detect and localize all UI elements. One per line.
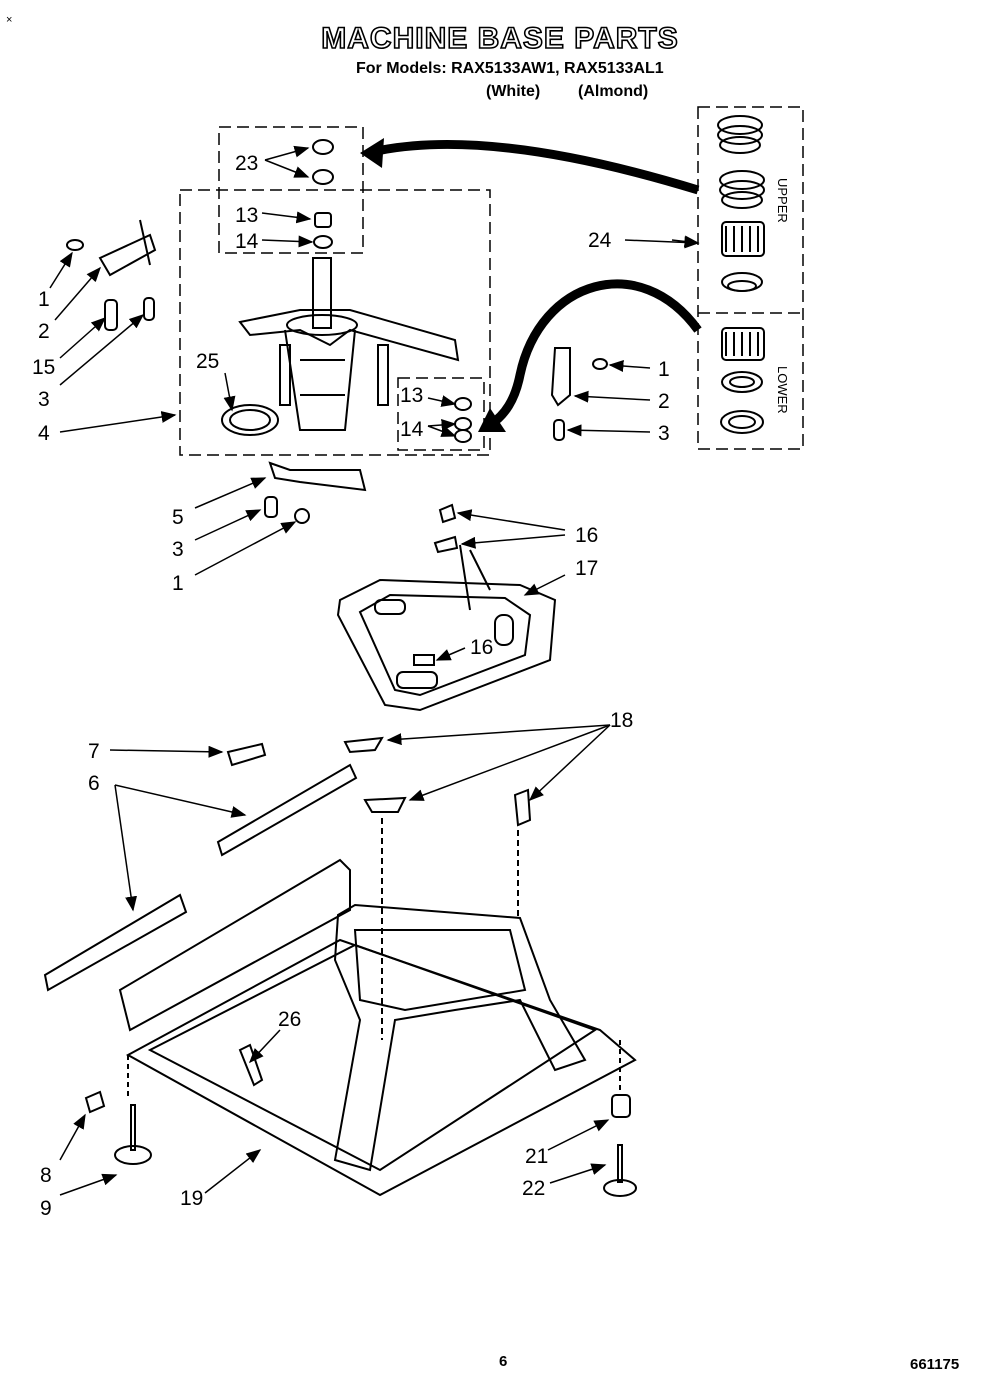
callout-7: 7	[88, 740, 100, 763]
callout-17: 17	[575, 557, 598, 580]
upper-kit-label: UPPER	[775, 178, 790, 223]
lower-kit-label: LOWER	[775, 366, 790, 414]
callout-26: 26	[278, 1008, 301, 1031]
callout-23: 23	[235, 152, 258, 175]
suspension-frame	[336, 503, 557, 712]
callout-22: 22	[522, 1177, 545, 1200]
color-white-label: (White)	[486, 83, 541, 100]
callout-24: 24	[588, 229, 612, 252]
left-bracket-parts	[66, 219, 157, 331]
callout-1-left: 1	[38, 288, 50, 311]
callout-16-upper: 16	[575, 524, 598, 547]
corner-mark: ×	[6, 14, 13, 26]
callout-3-left: 3	[38, 388, 50, 411]
agitator-kit-parts	[717, 115, 765, 434]
document-number: 661175	[910, 1356, 960, 1373]
page-number: 6	[499, 1353, 508, 1370]
callout-1-right: 1	[658, 358, 670, 381]
machine-base	[43, 736, 637, 1197]
models-line: For Models: RAX5133AW1, RAX5133AL1	[356, 60, 664, 77]
callout-8: 8	[40, 1164, 52, 1187]
callout-25: 25	[196, 350, 219, 373]
callout-6: 6	[88, 772, 100, 795]
callout-2-right: 2	[658, 390, 670, 413]
callout-18: 18	[610, 709, 633, 732]
transmission-assembly	[221, 139, 460, 436]
callout-3-right: 3	[658, 422, 670, 445]
kit-arrows	[360, 138, 702, 432]
callout-5: 5	[172, 506, 184, 529]
callout-9: 9	[40, 1197, 52, 1220]
callout-14-upper: 14	[235, 230, 259, 253]
callout-1-lower: 1	[172, 572, 184, 595]
callout-21: 21	[525, 1145, 548, 1168]
callout-labels: 23 13 14 24 1 2 15 3 4 25 13 14 1 2 3 5 …	[32, 152, 670, 1220]
callout-16-lower: 16	[470, 636, 493, 659]
callout-15: 15	[32, 356, 55, 379]
page-title: MACHINE BASE PARTS	[320, 21, 679, 56]
callout-3-lower: 3	[172, 538, 184, 561]
callout-4: 4	[38, 422, 50, 445]
color-almond-label: (Almond)	[578, 83, 649, 100]
callout-14-lower: 14	[400, 418, 424, 441]
callout-13-upper: 13	[235, 204, 258, 227]
callout-2-left: 2	[38, 320, 50, 343]
dashed-group-boxes	[179, 106, 804, 456]
actuator-strap-parts	[264, 461, 367, 524]
callout-19: 19	[180, 1187, 203, 1210]
leader-arrows	[49, 145, 700, 1196]
right-bracket-parts	[454, 347, 608, 443]
callout-13-lower: 13	[400, 384, 423, 407]
